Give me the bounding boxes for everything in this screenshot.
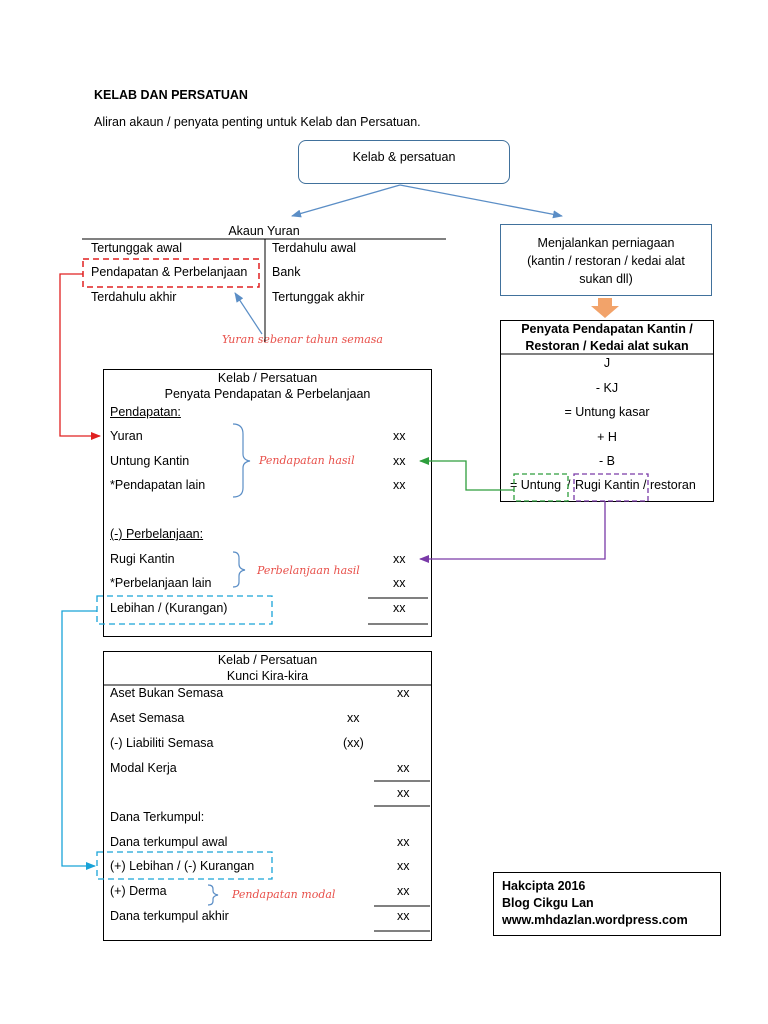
akaun-yuran-title: Akaun Yuran <box>228 224 300 238</box>
ppp-surplus-value: xx <box>393 601 406 615</box>
kantin-line-h: + H <box>597 430 617 444</box>
business-line-3: sukan dll) <box>579 272 633 286</box>
kantin-last-untung: = Untung <box>510 478 562 492</box>
page-title: KELAB DAN PERSATUAN <box>94 88 248 102</box>
bs-modal-kerja-value: xx <box>397 761 410 775</box>
ppp-income-lain: *Pendapatan lain <box>110 478 206 492</box>
bs-lebihan-value: xx <box>397 859 410 873</box>
ppp-expense-heading: (-) Perbelanjaan: <box>110 527 204 541</box>
akaun-yuran-note: Yuran sebenar tahun semasa <box>222 333 383 346</box>
bs-derma: (+) Derma <box>110 884 167 898</box>
ppp-income-lain-value: xx <box>393 478 406 492</box>
kantin-last-rest: / restoran <box>643 478 696 492</box>
arrow-cyan-to-lebihan <box>61 610 97 870</box>
bs-derma-value: xx <box>397 884 410 898</box>
copyright-line-3: www.mhdazlan.wordpress.com <box>502 913 688 927</box>
bs-dana-akhir-value: xx <box>397 909 410 923</box>
ppp-expense-lain: *Perbelanjaan lain <box>110 576 212 590</box>
kantin-line-kj: - KJ <box>595 381 619 395</box>
bs-aset-semasa: Aset Semasa <box>110 711 185 725</box>
ppp-title-2: Penyata Pendapatan & Perbelanjaan <box>164 387 371 401</box>
bs-derma-note: Pendapatan modal <box>232 888 336 901</box>
bs-aset-bukan-semasa-value: xx <box>397 686 410 700</box>
business-box: Menjalankan perniagaan (kantin / restora… <box>500 224 712 296</box>
bs-title-2: Kunci Kira-kira <box>226 669 309 683</box>
orange-down-arrow <box>591 298 619 318</box>
ppp-expense-lain-value: xx <box>393 576 406 590</box>
bs-liabiliti: (-) Liabiliti Semasa <box>110 736 214 750</box>
ppp-expense-rugi-kantin: Rugi Kantin <box>110 552 175 566</box>
ppp-income-note: Pendapatan hasil <box>259 454 355 467</box>
bs-total1-value: xx <box>397 786 410 800</box>
akaun-yuran-right-2: Bank <box>272 265 301 279</box>
bs-dana-akhir: Dana terkumpul akhir <box>110 909 229 923</box>
page-subtitle: Aliran akaun / penyata penting untuk Kel… <box>94 115 421 129</box>
balance-sheet-box <box>103 651 432 941</box>
arrow-to-akaun-yuran <box>291 184 401 218</box>
bs-aset-semasa-value: xx <box>347 711 360 725</box>
copyright-line-1: Hakcipta 2016 <box>502 879 586 893</box>
business-line-2: (kantin / restoran / kedai alat <box>527 254 685 268</box>
kantin-title-2: Restoran / Kedai alat sukan <box>525 339 689 353</box>
ppp-income-untung-kantin: Untung Kantin <box>110 454 190 468</box>
bs-dana-awal: Dana terkumpul awal <box>110 835 228 849</box>
arrow-to-business <box>399 184 563 219</box>
bs-modal-kerja: Modal Kerja <box>110 761 177 775</box>
ppp-expense-rugi-kantin-value: xx <box>393 552 406 566</box>
copyright-box <box>493 872 721 936</box>
ppp-income-untung-kantin-value: xx <box>393 454 406 468</box>
arrow-purple-to-rugi-kantin <box>419 501 606 563</box>
ppp-income-yuran: Yuran <box>110 429 143 443</box>
kantin-line-j: J <box>603 356 611 370</box>
kantin-title-1: Penyata Pendapatan Kantin / <box>521 322 693 336</box>
bs-title-1: Kelab / Persatuan <box>217 653 318 667</box>
akaun-yuran-left-2: Pendapatan & Perbelanjaan <box>91 265 248 279</box>
arrow-note-to-terdahulu <box>234 292 263 335</box>
ppp-title-1: Kelab / Persatuan <box>217 371 318 385</box>
bs-dana-heading: Dana Terkumpul: <box>110 810 205 824</box>
kantin-line-untung-kasar: = Untung kasar <box>564 405 650 419</box>
copyright-line-2: Blog Cikgu Lan <box>502 896 594 910</box>
bs-dana-awal-value: xx <box>397 835 410 849</box>
ppp-surplus-label: Lebihan / (Kurangan) <box>110 601 228 615</box>
ppp-income-yuran-value: xx <box>393 429 406 443</box>
bs-lebihan: (+) Lebihan / (-) Kurangan <box>110 859 255 873</box>
bs-aset-bukan-semasa: Aset Bukan Semasa <box>110 686 224 700</box>
ppp-expense-note: Perbelanjaan hasil <box>257 564 360 577</box>
bs-liabiliti-value: (xx) <box>343 736 364 750</box>
akaun-yuran-right-3: Tertunggak akhir <box>272 290 365 304</box>
node-kelab-persatuan-label: Kelab & persatuan <box>352 150 456 164</box>
node-kelab-persatuan: Kelab & persatuan <box>298 140 510 184</box>
kantin-last-slash: / <box>567 478 571 492</box>
kantin-last-rugi: Rugi Kantin <box>575 478 640 492</box>
ppp-income-heading: Pendapatan: <box>110 405 181 419</box>
akaun-yuran-left-3: Terdahulu akhir <box>91 290 177 304</box>
akaun-yuran-right-1: Terdahulu awal <box>272 241 357 255</box>
kantin-line-b: - B <box>599 454 615 468</box>
akaun-yuran-left-1: Tertunggak awal <box>91 241 183 255</box>
business-line-1: Menjalankan perniagaan <box>537 236 675 250</box>
